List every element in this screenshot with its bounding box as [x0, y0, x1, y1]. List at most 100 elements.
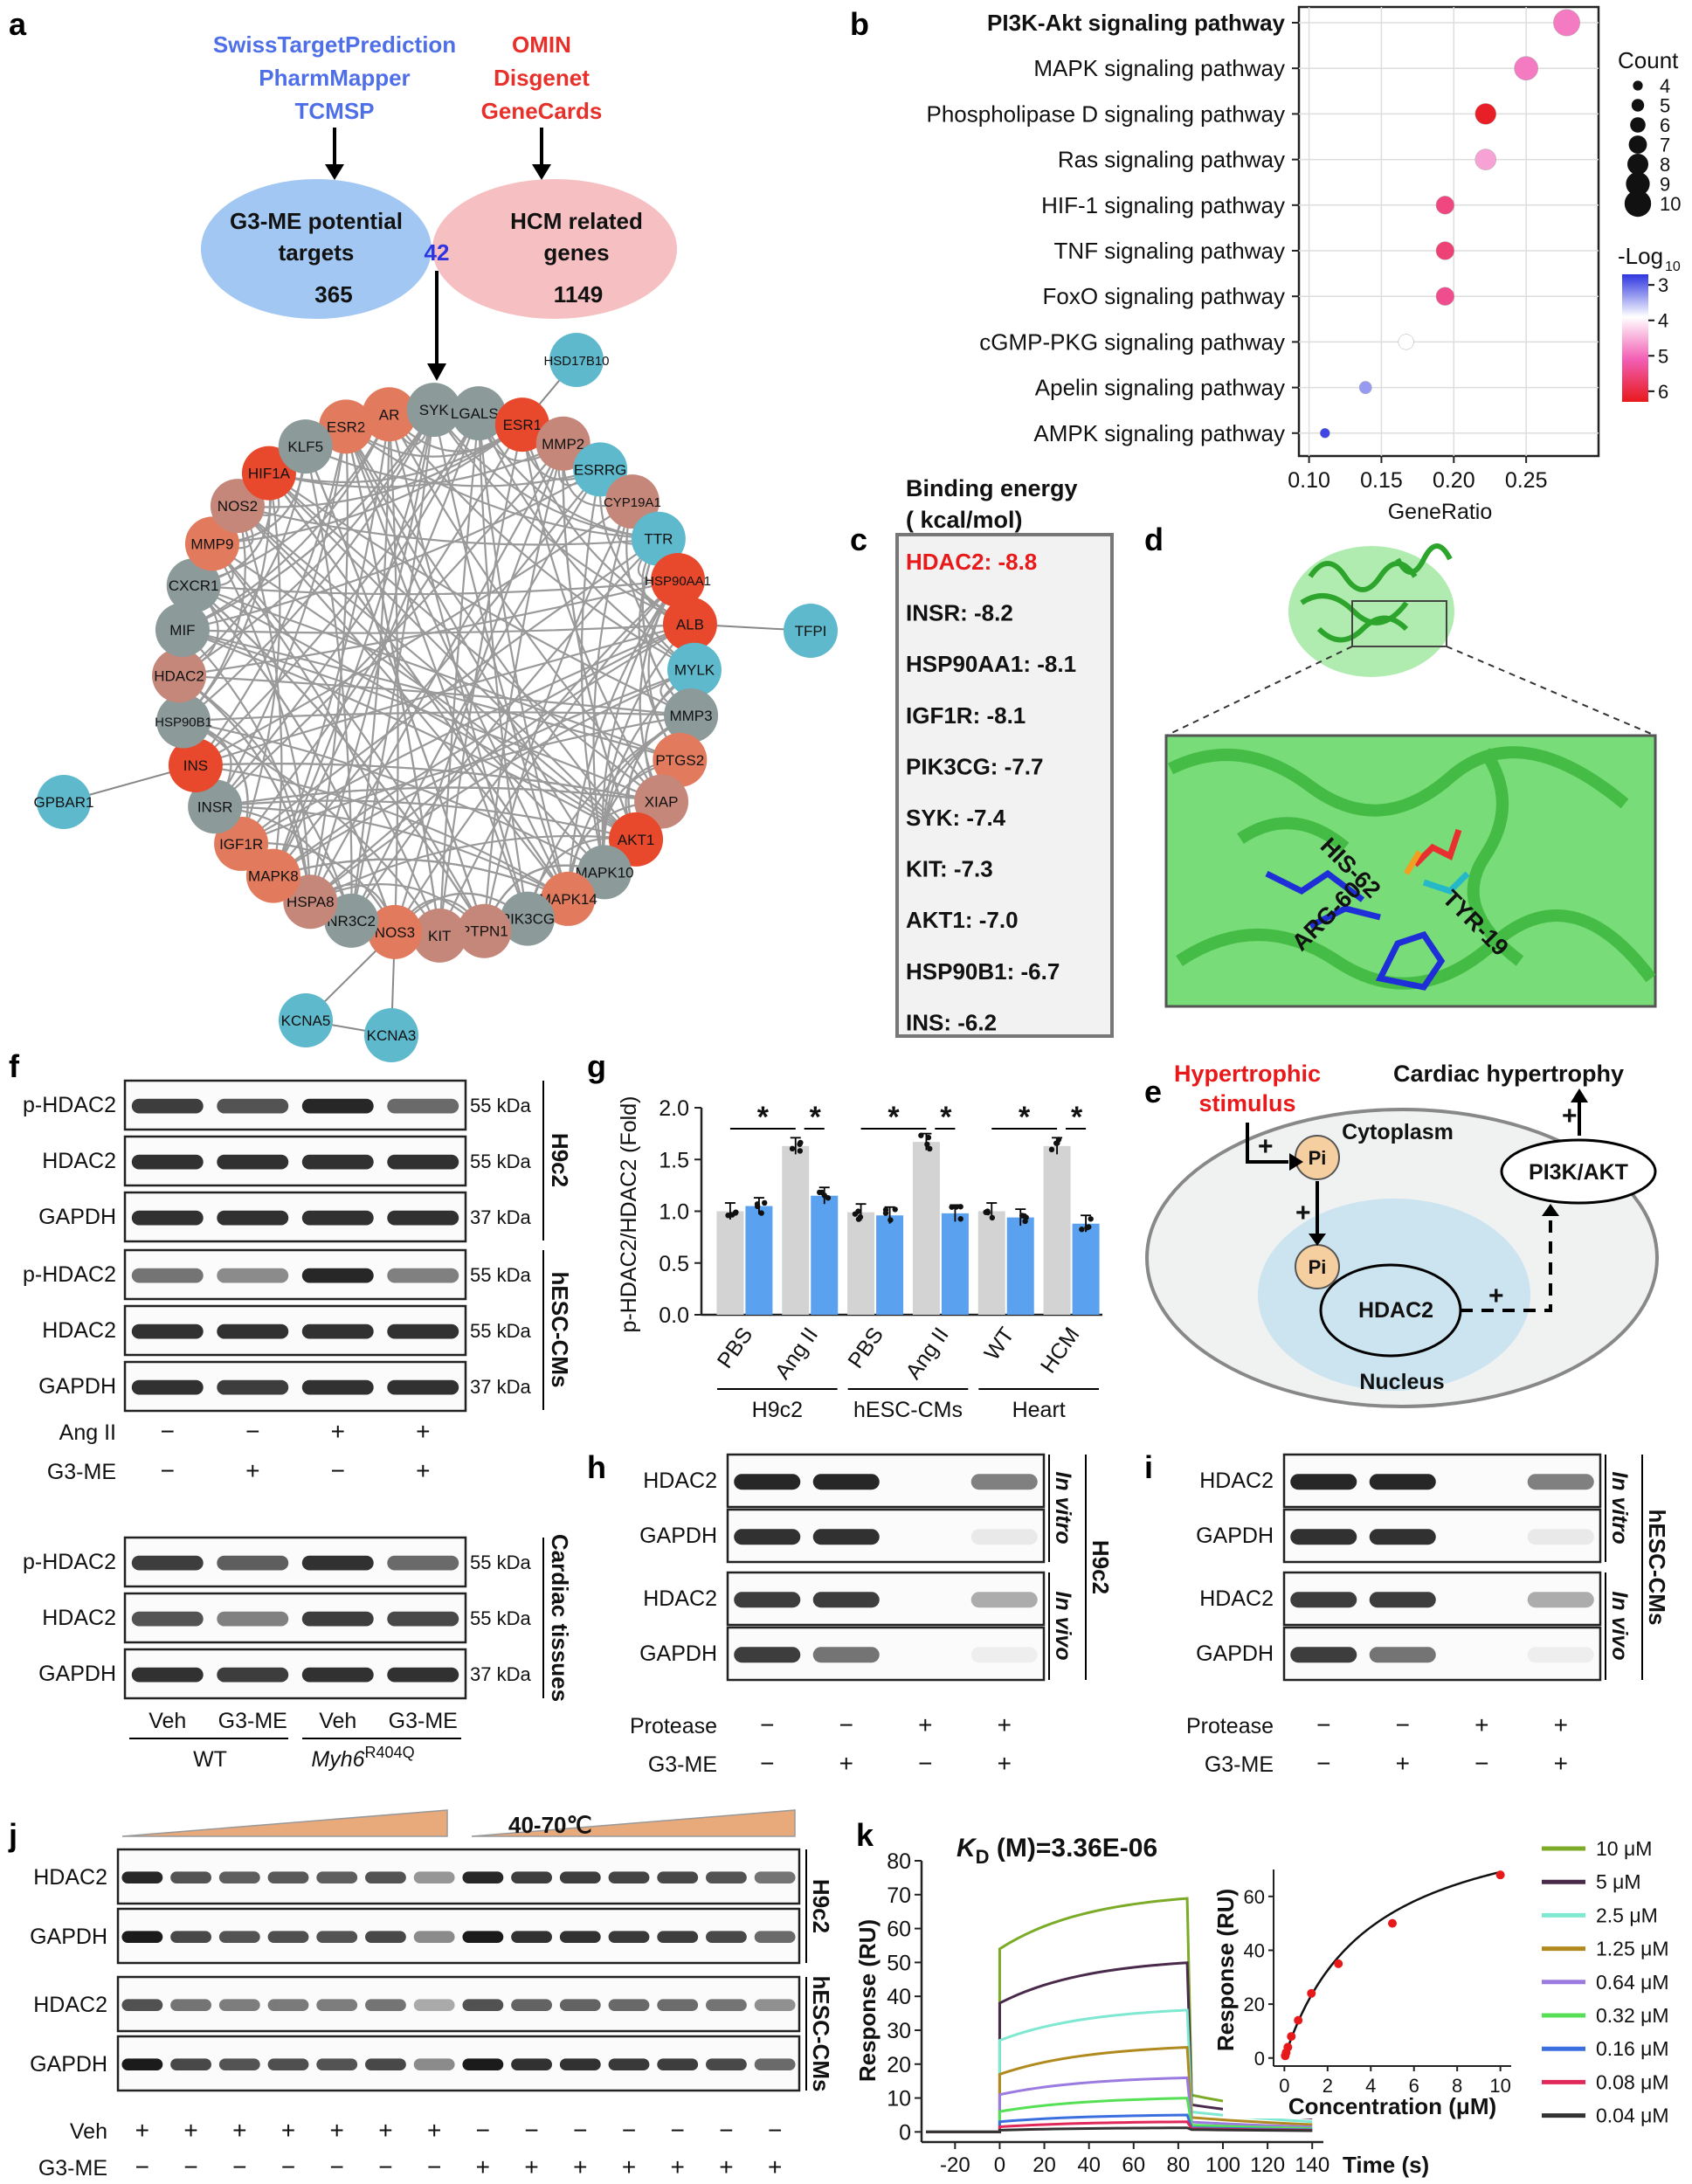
venn-overlap-count: 42	[425, 239, 450, 266]
network-node-circle	[168, 737, 223, 792]
blot-band	[218, 1999, 260, 2012]
blot-band	[217, 1667, 289, 1683]
network-node-circle	[166, 558, 221, 613]
binding-row: HSP90AA1: -8.1	[906, 651, 1076, 677]
y-tick-label: 30	[887, 2019, 911, 2043]
bar	[1043, 1145, 1071, 1315]
network-node: MIF	[155, 602, 210, 657]
network-node: SYK	[406, 383, 461, 438]
docking-zoom	[1164, 734, 1657, 1008]
kda-label: 37 kDa	[470, 1376, 531, 1398]
blot-band	[217, 1098, 289, 1114]
blot-band	[131, 1667, 204, 1683]
network-node: KLF5	[278, 419, 333, 474]
group-label: H9c2	[547, 1133, 573, 1187]
blot-band	[970, 1647, 1038, 1663]
data-point	[733, 1209, 739, 1215]
treatment-sign: −	[1316, 1750, 1330, 1777]
size-legend-dot	[1624, 190, 1652, 218]
treatment-sign: +	[378, 2117, 392, 2144]
network-node-label: MAPK8	[248, 868, 299, 885]
y-tick-label: 2.0	[659, 1096, 689, 1121]
blot-band	[170, 1999, 211, 2012]
blot-row-label: GAPDH	[38, 1662, 116, 1686]
blot-band	[1290, 1529, 1357, 1545]
treatment-label: Protease	[630, 1714, 717, 1738]
x-tick-label: 20	[1032, 2153, 1056, 2177]
pathway-label: TNF signaling pathway	[1054, 238, 1285, 264]
blot-band	[301, 1154, 374, 1170]
treatment-sign: +	[183, 2117, 197, 2144]
network-edge	[240, 473, 281, 845]
blot-band	[121, 1999, 163, 2012]
treatment-sign: −	[161, 1457, 175, 1484]
sensorgram-curve	[926, 2046, 1313, 2133]
pathway-label: Apelin signaling pathway	[1035, 375, 1285, 401]
treatment-sign: +	[245, 1457, 259, 1484]
panel-a-venn-network: SwissTargetPrediction PharmMapper TCMSP …	[34, 31, 838, 1062]
x-tick-label: 140	[1295, 2153, 1329, 2177]
treatment-sign: −	[476, 2117, 490, 2144]
bar	[716, 1211, 744, 1315]
blot-row-label: GAPDH	[639, 1641, 717, 1666]
treatment-sign: +	[998, 1750, 1012, 1777]
network-node-circle	[279, 993, 333, 1047]
network-node-label: MMP9	[190, 536, 233, 552]
blot-band	[734, 1647, 801, 1663]
blot-row-label: p-HDAC2	[23, 1093, 116, 1117]
blot-band	[301, 1379, 374, 1395]
pathway-dot	[1435, 287, 1455, 306]
treatment-sign: +	[416, 1418, 430, 1445]
blot-band	[657, 2058, 699, 2071]
legend-label: 1.25 μM	[1596, 1938, 1669, 1960]
treatment-sign: −	[622, 2117, 636, 2144]
network-node-label: ESR2	[327, 418, 365, 435]
blot-row-label: GAPDH	[1196, 1524, 1274, 1548]
pi3k-oval	[1500, 1138, 1657, 1205]
treatment-sign: +	[1474, 1711, 1488, 1738]
network-edge	[304, 446, 353, 921]
pi-label-2: Pi	[1309, 1256, 1327, 1278]
network-node: KIT	[412, 908, 467, 963]
blot-row-label: GAPDH	[1196, 1641, 1274, 1666]
y-tick-label: 60	[887, 1918, 911, 1942]
y-tick-label: 0	[899, 2120, 911, 2145]
network-edge	[178, 674, 692, 717]
binding-row: INS: -6.2	[906, 1009, 997, 1035]
y-tick-label: 20	[887, 2053, 911, 2077]
network-edge	[237, 505, 570, 900]
network-node-circle	[494, 397, 549, 453]
inset-data-point	[1334, 1959, 1343, 1968]
treatment-sign: +	[135, 2117, 149, 2144]
blot-row-label: HDAC2	[42, 1606, 116, 1630]
blot-band	[131, 1611, 204, 1627]
binding-row: KIT: -7.3	[906, 856, 993, 882]
treatment-sign: +	[768, 2153, 782, 2181]
network-node: ESR1	[494, 397, 549, 453]
blot-band	[218, 1871, 260, 1884]
venn-left	[201, 179, 432, 319]
blot-row-label: GAPDH	[639, 1524, 717, 1548]
blot-band	[387, 1210, 459, 1226]
network-node-circle	[666, 642, 722, 697]
treatment-sign: −	[331, 1457, 345, 1484]
network-node: HSP90AA1	[645, 553, 711, 608]
network-node-circle	[362, 387, 417, 442]
network-edge	[193, 584, 680, 761]
network-edge	[273, 668, 695, 877]
pathway-dot	[1474, 149, 1497, 170]
blot-band	[121, 1871, 163, 1884]
head-outcome	[1571, 1089, 1588, 1102]
kda-label: 55 kDa	[470, 1607, 531, 1629]
data-point	[754, 1201, 761, 1207]
blot-band	[559, 2058, 601, 2071]
blot-band	[267, 1931, 309, 1944]
blot-band	[812, 1529, 880, 1545]
pathway-label: Phospholipase D signaling pathway	[927, 100, 1286, 127]
treatment-sign: +	[918, 1711, 932, 1738]
data-point	[957, 1216, 963, 1222]
treatment-sign: −	[524, 2117, 538, 2144]
blot-band	[1369, 1647, 1436, 1663]
